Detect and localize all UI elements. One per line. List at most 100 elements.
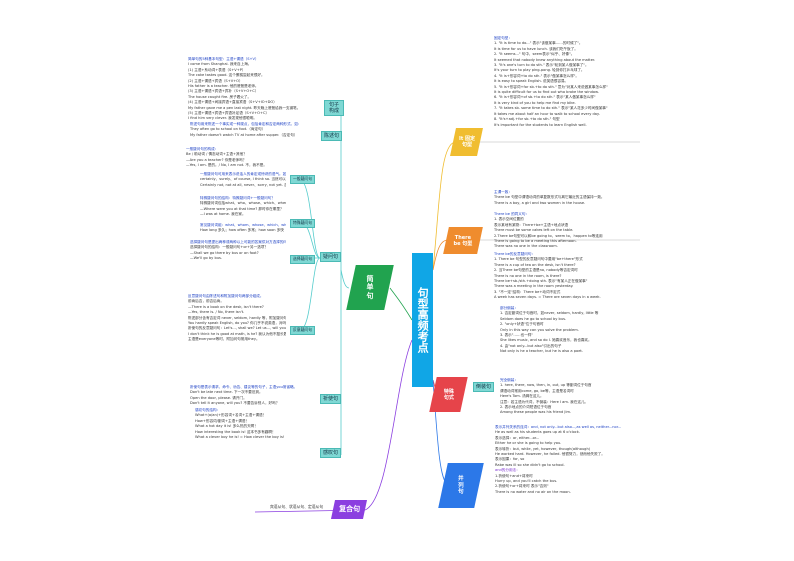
note-line: There is going to be a meeting this afte…	[494, 239, 577, 244]
note-line: 4. 由"not only...but also"引出的句子	[500, 343, 562, 348]
note-special-1: 部分倒装：1. 否定副词位于句首时，如never, seldom, hardly…	[500, 306, 640, 355]
central-topic-label: 句型高频考点	[416, 287, 430, 353]
note-line: (5) 主语+谓语+宾语+宾语补足语（S+V+O+C）	[188, 111, 270, 116]
note-inversion: 完全倒装：1. here, there, now, then, in, out,…	[500, 378, 640, 416]
note-line: 一般疑问句可用来表示说话人的肯定或惊讶的语气。如：	[200, 172, 286, 176]
note-line: 反意疑问句由陈述句和附加疑问句两部分组成。	[188, 294, 264, 298]
note-line: 2. "only+状语"位于句首时	[500, 322, 544, 327]
note-line: 谓语动词常用come, go, be等，主语是名词时	[500, 388, 574, 393]
note-line: There is a cup of tea on the desk, isn't…	[494, 262, 576, 267]
sub-sentence-structure[interactable]: 句子构成	[324, 100, 344, 116]
branch-there-be[interactable]: There be 句型	[443, 227, 483, 254]
note-there-be-2: There be 的同义句：1. 表示空间位置的表示某地有某物：There+be…	[494, 212, 639, 250]
note-line: There be+sb./sth.+doing sth. 表示"有某人正在做某事…	[494, 279, 588, 284]
branch-compound-sentence[interactable]: 复合句	[330, 500, 368, 519]
note-line: You hardly speak English, do you? 你几乎不说英…	[188, 321, 286, 326]
note-line: (2) 主语+谓语+宾语（S+V+O）	[188, 78, 243, 83]
sub-exclamatory[interactable]: 感叹句	[320, 448, 342, 458]
note-line: —Shall we go there by bus or on foot?	[190, 250, 259, 255]
note-line: He worked hard. However, he failed. 他很努力…	[495, 452, 605, 457]
note-line: I come from Shanghai. 我来自上海。	[188, 62, 252, 67]
note-line: It is easy to speak English. 说英语很容易。	[494, 79, 569, 84]
note-line: —Are you a teacher? 你是老师吗？	[186, 157, 247, 162]
note-line: 选择疑问句的结构：一般疑问句+or+另一选项？	[190, 245, 268, 250]
note-line: Seldom does he go to school by bus.	[500, 316, 567, 321]
sub-tag-question[interactable]: 反意疑问句	[290, 326, 315, 335]
note-line: It's important for the students to learn…	[494, 122, 587, 127]
compound-text: 宾语从句、状语从句、定语从句	[270, 504, 324, 509]
note-line: There was no one in the classroom.	[494, 244, 558, 249]
note-line: Don't be late next time. 下一次不要迟到。	[190, 390, 263, 395]
note-special-question: 特殊疑问句的结构：特殊疑问词+一般疑问句？特殊疑问词包括what、who、who…	[200, 196, 286, 218]
sub-declarative[interactable]: 陈述句	[321, 131, 343, 141]
note-line: It takes me about half an hour to walk t…	[494, 111, 600, 116]
note-declarative: 陈述句用来陈述一个事实或一种观点，包括肯定和否定两种形式。如：They ofte…	[190, 122, 318, 138]
note-line: 3. 表示"……也一样"	[500, 333, 534, 338]
note-line: —Yes, there is. / No, there isn't.	[188, 310, 245, 315]
branch-label: It 固定句型	[458, 136, 475, 148]
note-line: (1) 主语+系动词+表语（S+V+P）	[188, 67, 246, 72]
note-line: There was a meeting in the room yesterda…	[494, 284, 574, 289]
note-line: 6. "It is+形容词+of sb.+to do sth." 表示"某人做某…	[494, 95, 596, 100]
note-line: 特殊疑问句的结构：特殊疑问词+一般疑问句？	[200, 196, 275, 200]
sub-choice-question[interactable]: 选择疑问句	[290, 255, 315, 264]
note-line: He as well as his students goes up at 6 …	[495, 430, 580, 435]
sub-question[interactable]: 疑问句	[320, 252, 342, 262]
note-line: —We'll go by bus.	[190, 256, 223, 261]
note-line: 1. There be 句型的反意疑问句中要用"be+there"形式	[494, 257, 583, 262]
note-line: 主谓一致：	[494, 190, 512, 194]
note-line: 3. "It's one's turn to do sth." 表示"轮到某人做…	[494, 63, 589, 68]
note-line: Among these people was his friend Jim.	[500, 410, 572, 415]
note-line: My father doesn't watch TV at home after…	[190, 132, 298, 137]
branch-label: 简单句	[366, 274, 374, 300]
note-line: There is no one in the room, is there?	[494, 273, 562, 278]
note-line: Either he or she is going to help you.	[495, 441, 562, 446]
note-tag-question: 反意疑问句由陈述句和附加疑问句两部分组成。前肯后否，前否后肯。—There is…	[188, 294, 286, 343]
sub-special-question[interactable]: 特殊疑问句	[290, 219, 315, 228]
note-line: What+(a/an)+形容词+名词+主语+谓语！	[195, 413, 267, 418]
sub-general-question[interactable]: 一般疑问句	[290, 175, 315, 184]
note-parallel: 表示并列关系的连词：and, not only...but also...,as…	[495, 425, 640, 495]
note-line: It is time for us to have lunch. 该我们吃午饭了…	[494, 46, 578, 51]
note-line: 常见疑问词组：what、whom、whose、which、when	[200, 223, 286, 227]
note-line: 陈述部分含有否定词 never, seldom, hardly 等，附加疑问句用…	[188, 315, 286, 320]
note-line: 主语是everyone等时，附加问句常用they。	[188, 337, 260, 342]
note-line: There be 句型中谓语动词的单复数形式与离它最近的主语保持一致。	[494, 195, 605, 200]
note-line: 1.祈使句+and+将来时	[495, 473, 533, 478]
note-line: 感叹句的结构：	[195, 408, 221, 412]
note-line: 5. "It is+形容词+for sb.+to do sth." 意为"对某人…	[494, 84, 608, 89]
note-line: I don't think he is good at math, is he?…	[188, 331, 286, 336]
sub-inversion[interactable]: 倒装句	[473, 382, 495, 392]
note-there-be-1: 主谓一致：There be 句型中谓语动词的单复数形式与离它最近的主语保持一致。…	[494, 190, 639, 206]
note-line: She likes music, and so do I. 她喜欢音乐，我也喜欢…	[500, 338, 592, 343]
note-line: Hurry up, and you'll catch the bus.	[495, 479, 558, 484]
note-line: My father gave me a pen last night. 昨天晚上…	[188, 105, 301, 110]
note-line: The house caught fire. 房子着火了。	[188, 94, 252, 99]
note-line: Only in this way can you solve the probl…	[500, 327, 579, 332]
note-line: There is a boy, a girl and two women in …	[494, 200, 586, 205]
note-line: 1. "It is time to do..." 表示"该做某事……的时候了"。	[494, 41, 583, 46]
note-line: Rabe was ill so she didn't go to school.	[495, 462, 565, 467]
note-line: 表示选择：or, either...or...	[495, 435, 540, 440]
note-line: 2. "It seems..." 句中，seem表示"似乎、好像"。	[494, 52, 575, 57]
note-line: 2. 当There be句型的主语是no, nobody等否定词时	[494, 268, 578, 273]
sub-imperative[interactable]: 祈使句	[320, 394, 342, 404]
note-general-question: 一般疑问句的构成：Be / 助动词 / 情态动词+主语+其他？—Are you …	[186, 147, 286, 169]
note-line: How+形容词/副词+主语+谓语！	[195, 418, 250, 423]
note-choice-question: 选择疑问句是提出两种或两种以上可能的答案供对方选择的问句。选择疑问句的结构：一般…	[190, 240, 286, 262]
note-line: A week has seven days. = There are seven…	[494, 295, 601, 300]
note-line: 7. "It takes sb. some time to do sth." 表…	[494, 106, 608, 111]
note-line: 表示因果：for, so	[495, 457, 525, 462]
note-line: 1. here, there, now, then, in, out, up 等…	[500, 383, 592, 388]
central-topic[interactable]: 句型高频考点	[412, 253, 433, 387]
note-line: They often go to school on foot.（肯定句）	[190, 127, 266, 132]
note-line: Certainly not, not at all, never、sorry, …	[200, 182, 286, 187]
note-line: What a clever boy he is! = How clever th…	[195, 435, 285, 440]
note-line: —Where were you at that time? 那时你在哪里？	[200, 206, 284, 211]
note-line: Don't tell it anyone, will you? 不要告诉别人，好…	[190, 401, 280, 406]
note-line: 简单句的5种基本句型：主语+谓语（S+V）	[188, 57, 259, 61]
note-line: It's your turn to play ping-pong. 轮到你打乒乓…	[494, 68, 585, 73]
note-line: 3. "不一定"结构：There be+动词不定式	[494, 289, 561, 294]
